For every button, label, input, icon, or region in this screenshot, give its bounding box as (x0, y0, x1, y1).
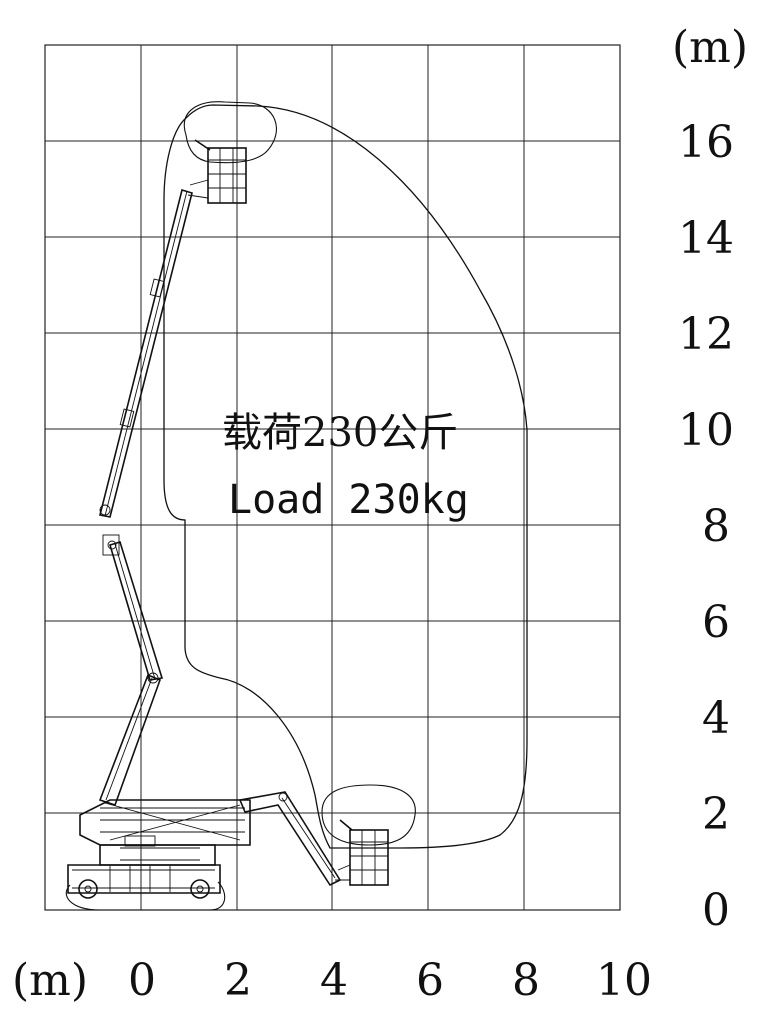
y-tick-2: 2 (702, 789, 730, 840)
chassis (67, 844, 221, 899)
x-axis-labels: (m) 0 2 4 6 8 10 (12, 955, 652, 1006)
lower-platform (335, 819, 389, 886)
x-axis-unit: (m) (12, 955, 88, 1006)
y-axis-unit: (m) (672, 22, 748, 73)
x-tick-8: 8 (512, 955, 540, 1006)
y-tick-0: 0 (702, 885, 730, 936)
x-tick-2: 2 (224, 955, 252, 1006)
y-tick-6: 6 (702, 597, 730, 648)
upper-boom (99, 188, 193, 518)
turntable (79, 799, 251, 847)
load-label-en: Load 230kg (228, 477, 469, 523)
y-tick-12: 12 (678, 309, 734, 360)
x-tick-4: 4 (320, 955, 348, 1006)
y-axis-labels: (m) 16 14 12 10 8 6 4 2 0 (672, 22, 748, 936)
y-tick-8: 8 (702, 501, 730, 552)
y-tick-10: 10 (678, 405, 734, 456)
middle-boom (102, 534, 164, 681)
jib-arm (238, 791, 342, 887)
load-label-cn: 载荷230公斤 (222, 410, 458, 456)
y-tick-16: 16 (678, 117, 734, 168)
machine-illustration (67, 139, 389, 899)
x-tick-0: 0 (128, 955, 156, 1006)
chassis-lobe (65, 881, 226, 911)
x-tick-6: 6 (416, 955, 444, 1006)
lower-platform-lobe (321, 784, 416, 846)
upper-platform-lobe (183, 101, 277, 164)
lower-boom (98, 672, 162, 807)
working-envelope (163, 104, 528, 849)
x-tick-10: 10 (596, 955, 652, 1006)
y-tick-4: 4 (702, 693, 730, 744)
upper-platform (187, 139, 247, 204)
y-tick-14: 14 (678, 213, 734, 264)
